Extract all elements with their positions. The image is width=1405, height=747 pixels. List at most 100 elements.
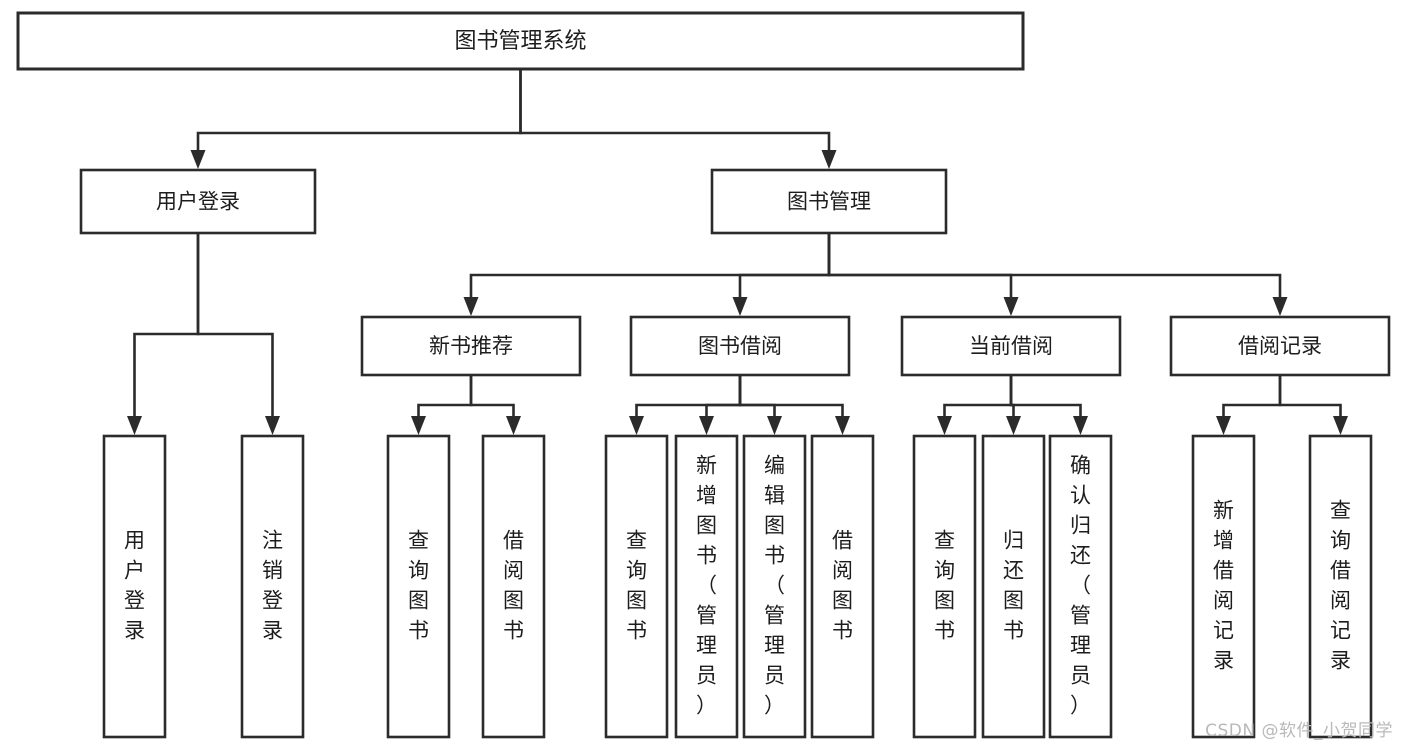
node-label-char: 理 — [1070, 634, 1091, 658]
watermark: CSDN @软件_小贺同学 — [1205, 721, 1393, 741]
arrow-head-icon — [265, 416, 280, 435]
node-user-login[interactable]: 用户登录 — [79, 168, 317, 235]
node-box[interactable] — [981, 434, 1046, 739]
node-label-char: 记 — [1213, 619, 1234, 643]
arrow-head-icon — [835, 416, 850, 435]
node-box[interactable] — [1308, 434, 1373, 739]
node-box[interactable] — [1048, 434, 1113, 739]
node-box[interactable] — [629, 315, 851, 377]
node-label: 当前借阅 — [969, 334, 1053, 358]
node-label-char: 登 — [124, 589, 145, 613]
node-label: 图书管理 — [787, 190, 871, 214]
node-label-char: 员 — [696, 664, 717, 688]
arrow-head-icon — [190, 150, 206, 169]
node-label-char: （ — [1070, 574, 1091, 598]
node-box[interactable] — [360, 315, 582, 377]
node-label: 用户登录 — [156, 190, 240, 214]
connector-user-login-to-leaf-user-login — [127, 233, 200, 435]
edge-layer — [127, 69, 1348, 435]
node-box[interactable] — [742, 434, 807, 739]
node-label-char: 认 — [1070, 484, 1091, 508]
node-label-char: 图 — [1003, 589, 1024, 613]
node-box[interactable] — [710, 168, 948, 235]
node-label-char: 员 — [1070, 664, 1091, 688]
connector-root-to-user-login — [190, 69, 522, 169]
connector-user-login-to-leaf-logout — [196, 233, 280, 435]
node-box[interactable] — [240, 434, 305, 739]
node-new-book-recommend[interactable]: 新书推荐 — [360, 315, 582, 377]
arrow-head-icon — [629, 416, 644, 435]
node-label-char: 销 — [262, 559, 283, 583]
node-box[interactable] — [900, 315, 1122, 377]
connector-borrow-record-to-leaf-add-borrow-record — [1216, 375, 1282, 435]
node-label-char: 查 — [1330, 499, 1351, 523]
node-box[interactable] — [810, 434, 875, 739]
node-box[interactable] — [912, 434, 977, 739]
arrow-head-icon — [1073, 416, 1088, 435]
node-label-char: 图 — [832, 589, 853, 613]
node-box[interactable] — [481, 434, 546, 739]
node-book-manage[interactable]: 图书管理 — [710, 168, 948, 235]
node-label-char: 图 — [934, 589, 955, 613]
node-current-borrow[interactable]: 当前借阅 — [900, 315, 1122, 377]
node-box[interactable] — [102, 434, 167, 739]
connector-root-to-book-manage — [519, 69, 837, 169]
node-label-char: 书 — [832, 619, 853, 643]
node-label-char: 录 — [124, 619, 145, 643]
node-book-borrow[interactable]: 图书借阅 — [629, 315, 851, 377]
node-box[interactable] — [674, 434, 739, 739]
node-label-char: 图 — [503, 589, 524, 613]
node-label-char: 增 — [1213, 529, 1234, 553]
arrow-head-icon — [506, 416, 521, 435]
node-label-char: 还 — [1003, 559, 1024, 583]
node-box[interactable] — [1169, 315, 1391, 377]
node-label-char: 询 — [1330, 529, 1351, 553]
node-label-char: ） — [1070, 694, 1091, 718]
node-label-char: 询 — [408, 559, 429, 583]
node-label-char: 录 — [1330, 649, 1351, 673]
connector-book-manage-to-book-borrow — [732, 233, 831, 316]
node-label-char: 借 — [832, 529, 853, 553]
node-label: 借阅记录 — [1238, 334, 1322, 358]
node-box[interactable] — [16, 11, 1025, 71]
node-label-char: 查 — [626, 529, 647, 553]
node-label-char: 还 — [1070, 544, 1091, 568]
node-label-char: 书 — [626, 619, 647, 643]
node-label-char: 查 — [934, 529, 955, 553]
arrow-head-icon — [937, 416, 952, 435]
connector-book-borrow-to-leaf-borrow-book — [738, 375, 850, 435]
node-box[interactable] — [604, 434, 669, 739]
node-label-char: 书 — [503, 619, 524, 643]
node-label-char: 书 — [934, 619, 955, 643]
node-box[interactable] — [79, 168, 317, 235]
node-root[interactable]: 图书管理系统 — [16, 11, 1025, 71]
node-box[interactable] — [1191, 434, 1256, 739]
connector-current-borrow-to-leaf-query-book-current — [937, 375, 1013, 435]
node-label-char: 户 — [124, 559, 145, 583]
node-leaf-user-login[interactable]: 用户登录 — [102, 434, 167, 739]
node-label-char: 辑 — [764, 484, 785, 508]
node-borrow-record[interactable]: 借阅记录 — [1169, 315, 1391, 377]
arrow-head-icon — [1003, 297, 1019, 316]
node-label-char: 归 — [1003, 529, 1024, 553]
node-box[interactable] — [386, 434, 451, 739]
node-layer: 图书管理系统用户登录图书管理新书推荐图书借阅当前借阅借阅记录用户登录注销登录查询… — [16, 11, 1391, 739]
node-label-char: 图 — [408, 589, 429, 613]
